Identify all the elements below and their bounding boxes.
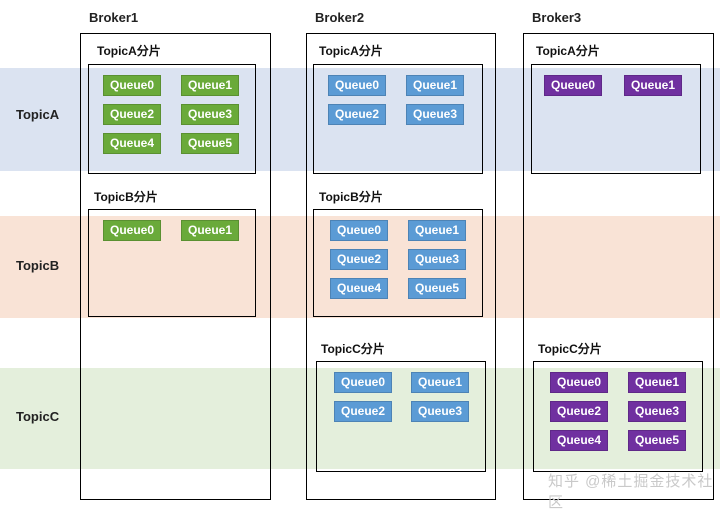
broker1-title: Broker1 (89, 10, 139, 25)
broker2-topica-shard-label: TopicA分片 (319, 44, 383, 58)
broker3-topicc-shard (533, 361, 703, 472)
broker3-topicc-queue4: Queue4 (550, 430, 608, 451)
broker1-box (80, 33, 271, 500)
broker2-topicb-shard (313, 209, 483, 317)
broker3-topicc-queue5: Queue5 (628, 430, 686, 451)
broker1-topica-queue3: Queue3 (181, 104, 239, 125)
broker3-topica-queue0: Queue0 (544, 75, 602, 96)
topic-c-label: TopicC (16, 409, 60, 424)
broker1-topicb-queue0: Queue0 (103, 220, 161, 241)
broker3-topicc-shard-label: TopicC分片 (538, 342, 602, 356)
broker2-topicc-queue3: Queue3 (411, 401, 469, 422)
broker1-topica-queue0: Queue0 (103, 75, 161, 96)
broker3-box (523, 33, 714, 500)
broker2-topicb-queue3: Queue3 (408, 249, 466, 270)
broker2-title: Broker2 (315, 10, 365, 25)
broker3-title: Broker3 (532, 10, 582, 25)
broker1-topica-queue1: Queue1 (181, 75, 239, 96)
watermark: 知乎 @稀土掘金技术社区 (548, 473, 714, 511)
broker3-topica-queue1: Queue1 (624, 75, 682, 96)
broker3-topicc-queue2: Queue2 (550, 401, 608, 422)
broker1-topica-queue2: Queue2 (103, 104, 161, 125)
broker2-topica-queue1: Queue1 (406, 75, 464, 96)
broker2-box (306, 33, 496, 500)
broker2-topicb-queue4: Queue4 (330, 278, 388, 299)
broker1-topica-queue4: Queue4 (103, 133, 161, 154)
broker2-topicc-shard-label: TopicC分片 (321, 342, 385, 356)
broker1-topica-shard-label: TopicA分片 (97, 44, 161, 58)
broker2-topicb-queue5: Queue5 (408, 278, 466, 299)
broker1-topica-queue5: Queue5 (181, 133, 239, 154)
broker2-topica-queue3: Queue3 (406, 104, 464, 125)
broker3-topica-shard (531, 64, 701, 174)
broker2-topica-queue2: Queue2 (328, 104, 386, 125)
broker2-topicc-queue1: Queue1 (411, 372, 469, 393)
broker2-topicc-queue0: Queue0 (334, 372, 392, 393)
broker2-topicc-queue2: Queue2 (334, 401, 392, 422)
broker3-topicc-queue0: Queue0 (550, 372, 608, 393)
broker2-topicb-shard-label: TopicB分片 (319, 190, 383, 204)
topic-a-label: TopicA (16, 107, 60, 122)
broker3-topicc-queue3: Queue3 (628, 401, 686, 422)
broker3-topica-shard-label: TopicA分片 (536, 44, 600, 58)
broker2-topicc-shard (316, 361, 486, 472)
broker1-topicb-shard-label: TopicB分片 (94, 190, 158, 204)
broker2-topica-shard (313, 64, 483, 174)
topic-b-label: TopicB (16, 258, 60, 273)
broker3-topicc-queue1: Queue1 (628, 372, 686, 393)
broker2-topicb-queue1: Queue1 (408, 220, 466, 241)
broker1-topicb-shard (88, 209, 256, 317)
broker2-topica-queue0: Queue0 (328, 75, 386, 96)
broker2-topicb-queue2: Queue2 (330, 249, 388, 270)
broker2-topicb-queue0: Queue0 (330, 220, 388, 241)
broker1-topicb-queue1: Queue1 (181, 220, 239, 241)
broker1-topica-shard (88, 64, 256, 174)
